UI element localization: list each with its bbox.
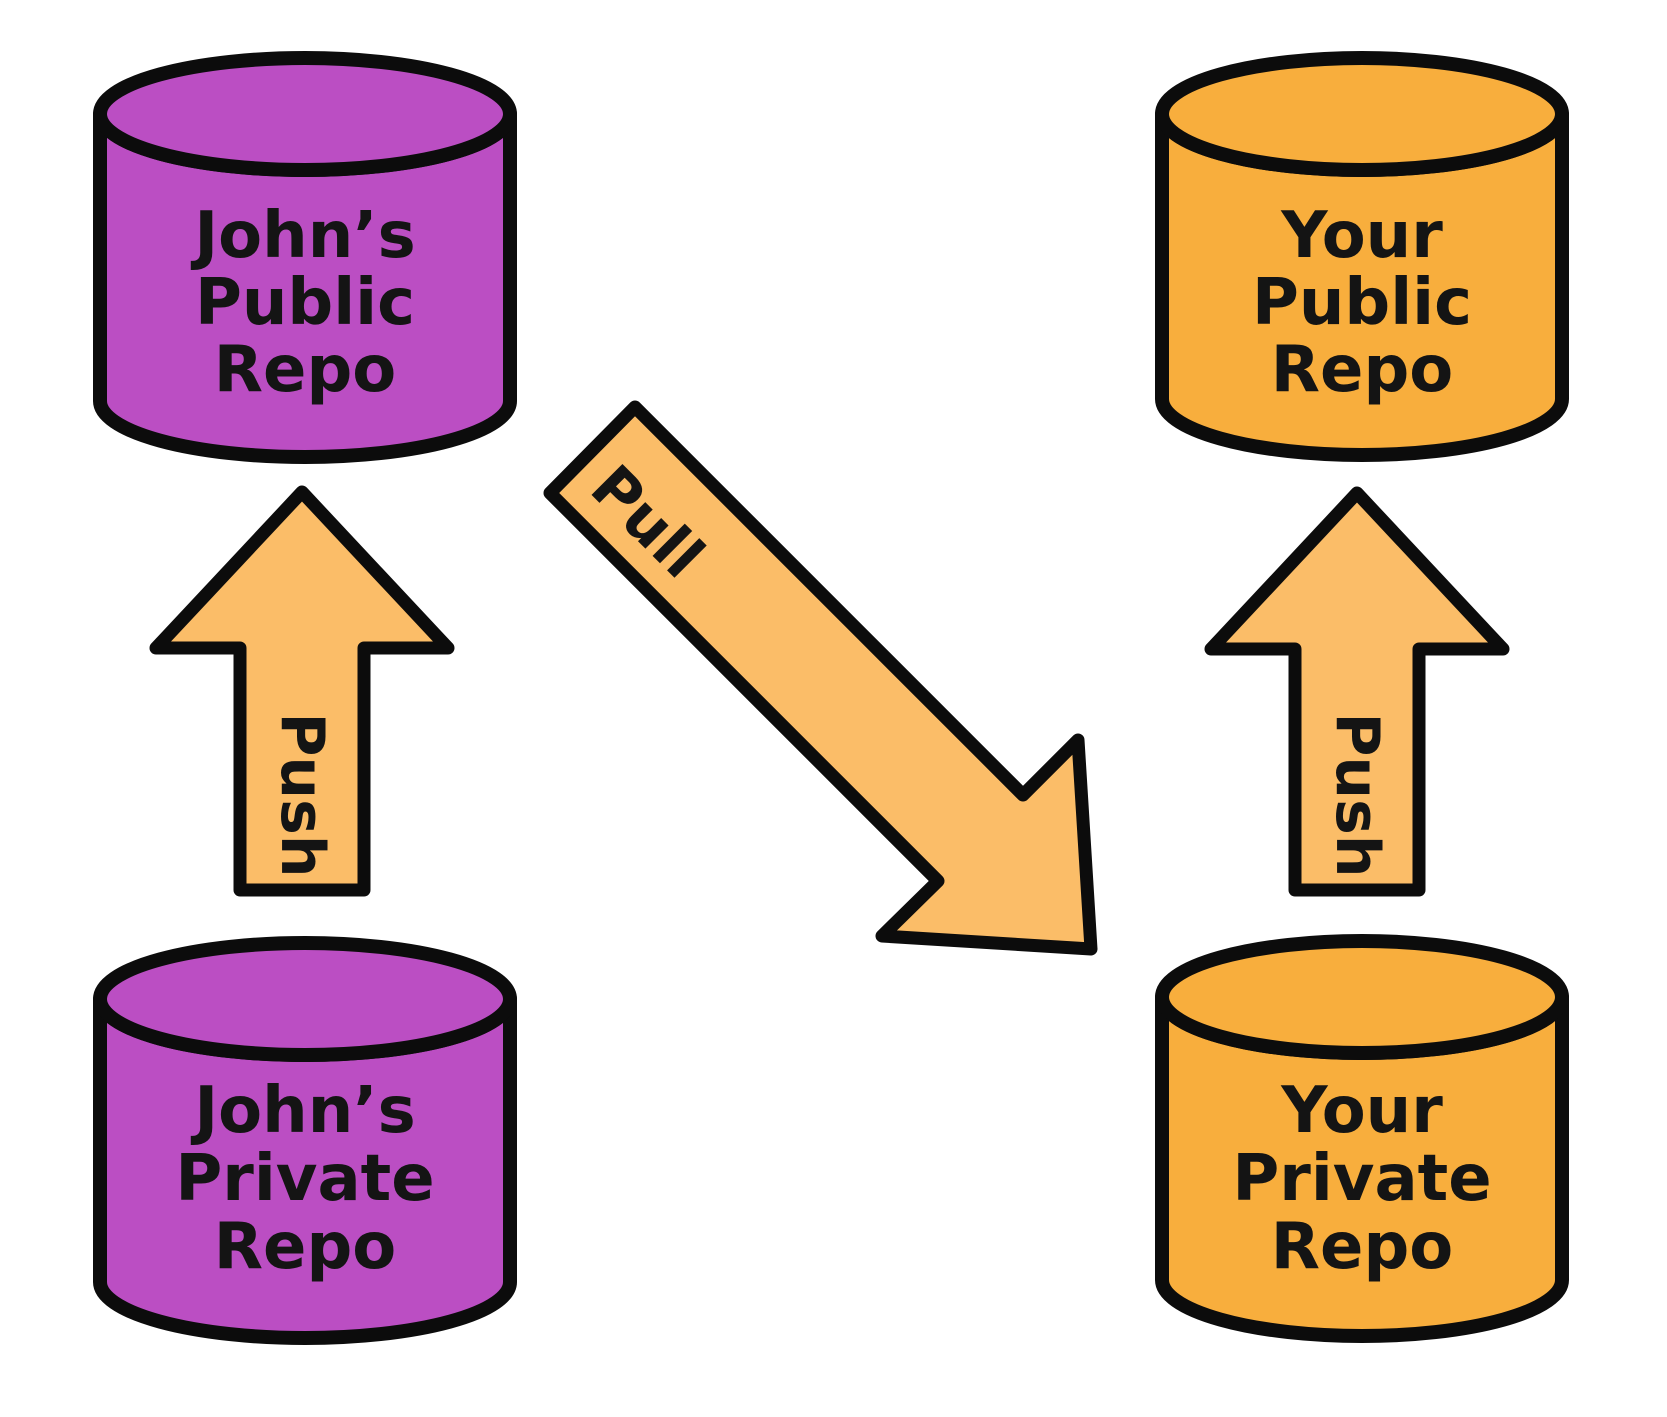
push-arrow-right-label: Push [1322, 712, 1392, 877]
node-johns-public-repo: John’s Public Repo [93, 51, 517, 464]
johns-private-repo-top [93, 936, 517, 1062]
johns-public-repo-label-line2: Public [195, 266, 415, 340]
your-private-repo-label-line3: Repo [1271, 1210, 1453, 1284]
your-public-repo-label-line3: Repo [1271, 333, 1453, 407]
johns-public-repo-top [93, 51, 517, 177]
push-arrow-left-label: Push [267, 712, 337, 877]
your-public-repo-label-line1: Your [1280, 199, 1443, 273]
johns-public-repo-label-line3: Repo [214, 333, 396, 407]
push-arrow-left: Push [149, 485, 455, 897]
your-private-repo-label-line2: Private [1232, 1142, 1491, 1216]
push-arrow-right-shape [1204, 486, 1510, 897]
your-public-repo-top [1155, 51, 1569, 177]
node-your-public-repo: Your Public Repo [1155, 51, 1569, 462]
node-johns-private-repo: John’s Private Repo [93, 936, 517, 1345]
johns-private-repo-label-line3: Repo [214, 1210, 396, 1284]
johns-private-repo-label-line1: John’s [190, 1074, 415, 1148]
johns-public-repo-label-line1: John’s [190, 199, 415, 273]
your-private-repo-label-line1: Your [1280, 1074, 1443, 1148]
your-public-repo-label-line2: Public [1252, 266, 1472, 340]
node-your-private-repo: Your Private Repo [1155, 934, 1569, 1343]
johns-private-repo-label-line2: Private [175, 1142, 434, 1216]
push-arrow-right: Push [1204, 486, 1510, 897]
pull-arrow: Pull [543, 400, 1098, 956]
pull-arrow-shape [543, 400, 1098, 956]
your-private-repo-top [1155, 934, 1569, 1060]
push-arrow-left-shape [149, 485, 455, 897]
